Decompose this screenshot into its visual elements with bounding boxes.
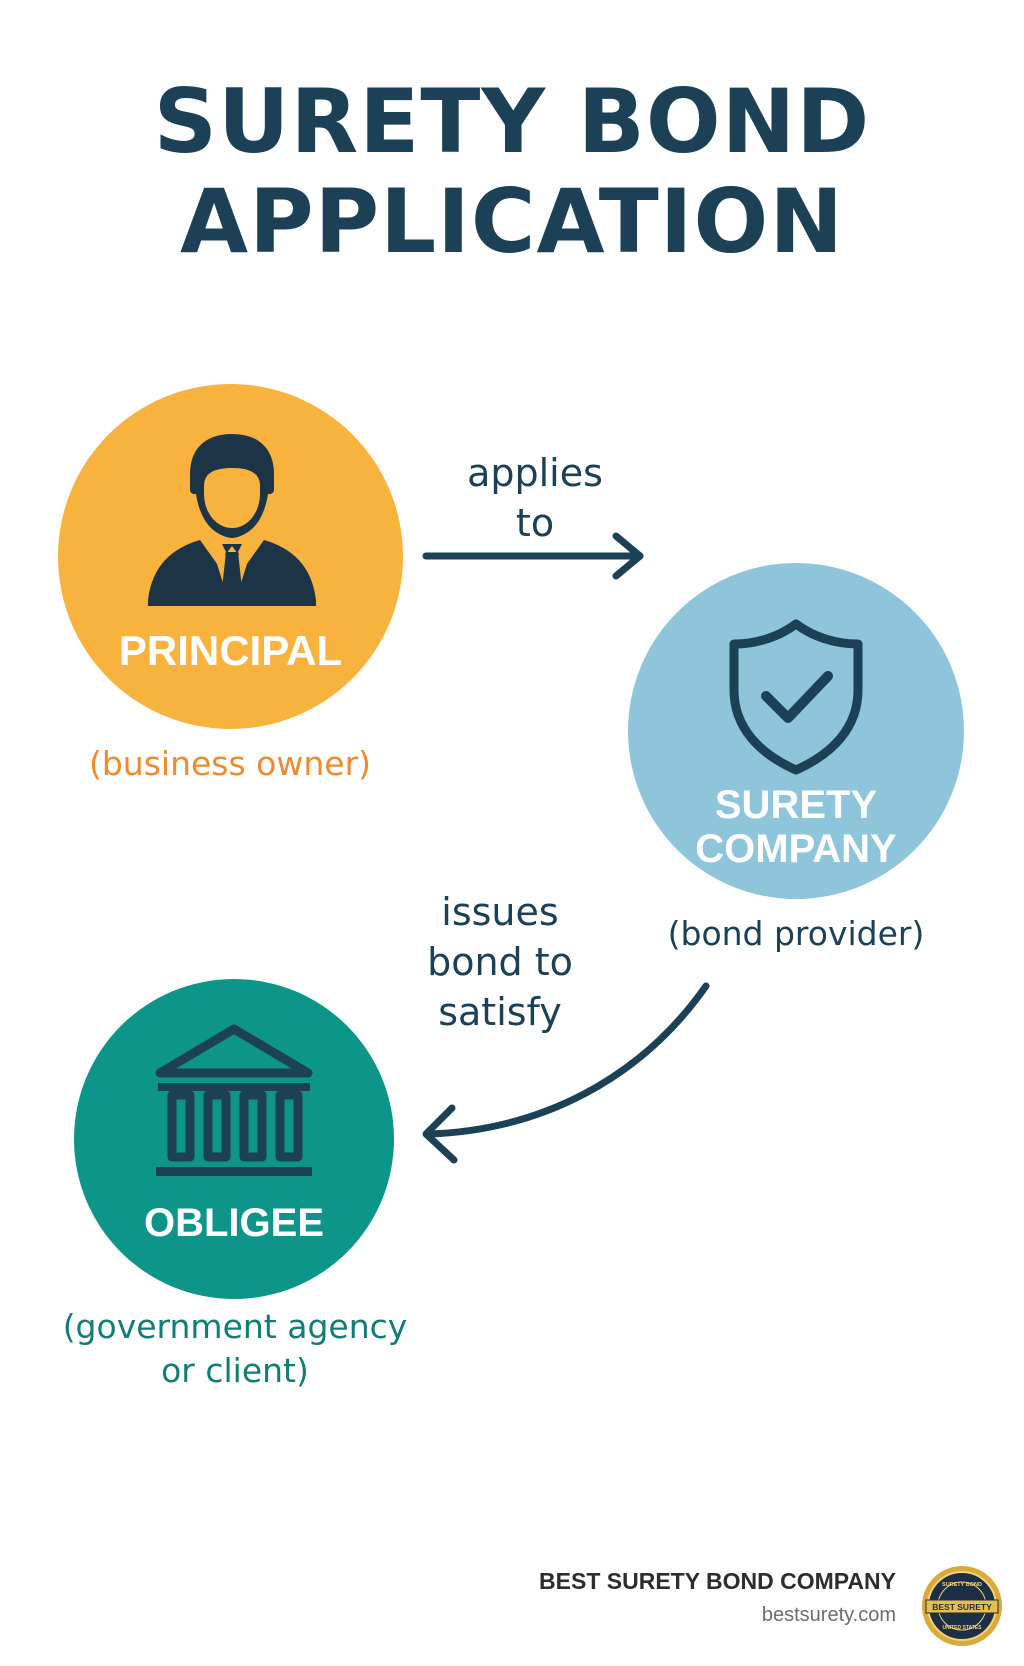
seal-top-text: SURETY BOND — [942, 1582, 982, 1588]
obligee-node: OBLIGEE — [74, 979, 394, 1299]
title-line-1: SURETY BOND — [153, 70, 871, 173]
principal-description: (business owner) — [88, 744, 372, 783]
issues-line-1: issues — [441, 890, 559, 934]
surety-label-line-1: SURETY — [714, 783, 878, 827]
obligee-description: (government agency or client) — [40, 1305, 430, 1393]
obligee-label: OBLIGEE — [143, 1201, 325, 1245]
seal-center-text: BEST SURETY — [932, 1602, 992, 1612]
shield-check-icon — [729, 619, 863, 775]
businessman-icon — [148, 434, 316, 606]
issues-arrowhead — [422, 1104, 458, 1164]
issues-arrow — [426, 982, 710, 1138]
applies-line-1: applies — [467, 451, 603, 495]
seal-logo-icon: BEST SURETY SURETY BOND UNITED STATES — [922, 1566, 1002, 1646]
bank-building-icon — [155, 1024, 313, 1176]
issues-bond-label: issues bond to satisfy — [380, 887, 620, 1037]
seal-bottom-text: UNITED STATES — [943, 1625, 983, 1631]
title-line-2: APPLICATION — [180, 170, 844, 273]
principal-node: PRINCIPAL — [58, 384, 403, 729]
issues-line-2: bond to — [427, 940, 573, 984]
surety-description: (bond provider) — [667, 914, 925, 953]
surety-company-label: SURETY COMPANY — [628, 783, 964, 871]
brand-name: BEST SURETY BOND COMPANY — [539, 1568, 896, 1594]
page-title: SURETY BOND APPLICATION — [0, 72, 1024, 272]
principal-label: PRINCIPAL — [118, 627, 343, 674]
surety-company-node: SURETY COMPANY — [628, 563, 964, 899]
applies-line-2: to — [515, 501, 555, 545]
obligee-description-line-1: (government agency — [62, 1307, 408, 1346]
applies-to-label: applies to — [420, 448, 650, 548]
applies-arrowhead — [612, 532, 644, 580]
obligee-description-line-2: or client) — [161, 1351, 309, 1390]
surety-label-line-2: COMPANY — [695, 827, 897, 871]
brand-url: bestsurety.com — [761, 1604, 896, 1626]
issues-line-3: satisfy — [438, 990, 562, 1034]
